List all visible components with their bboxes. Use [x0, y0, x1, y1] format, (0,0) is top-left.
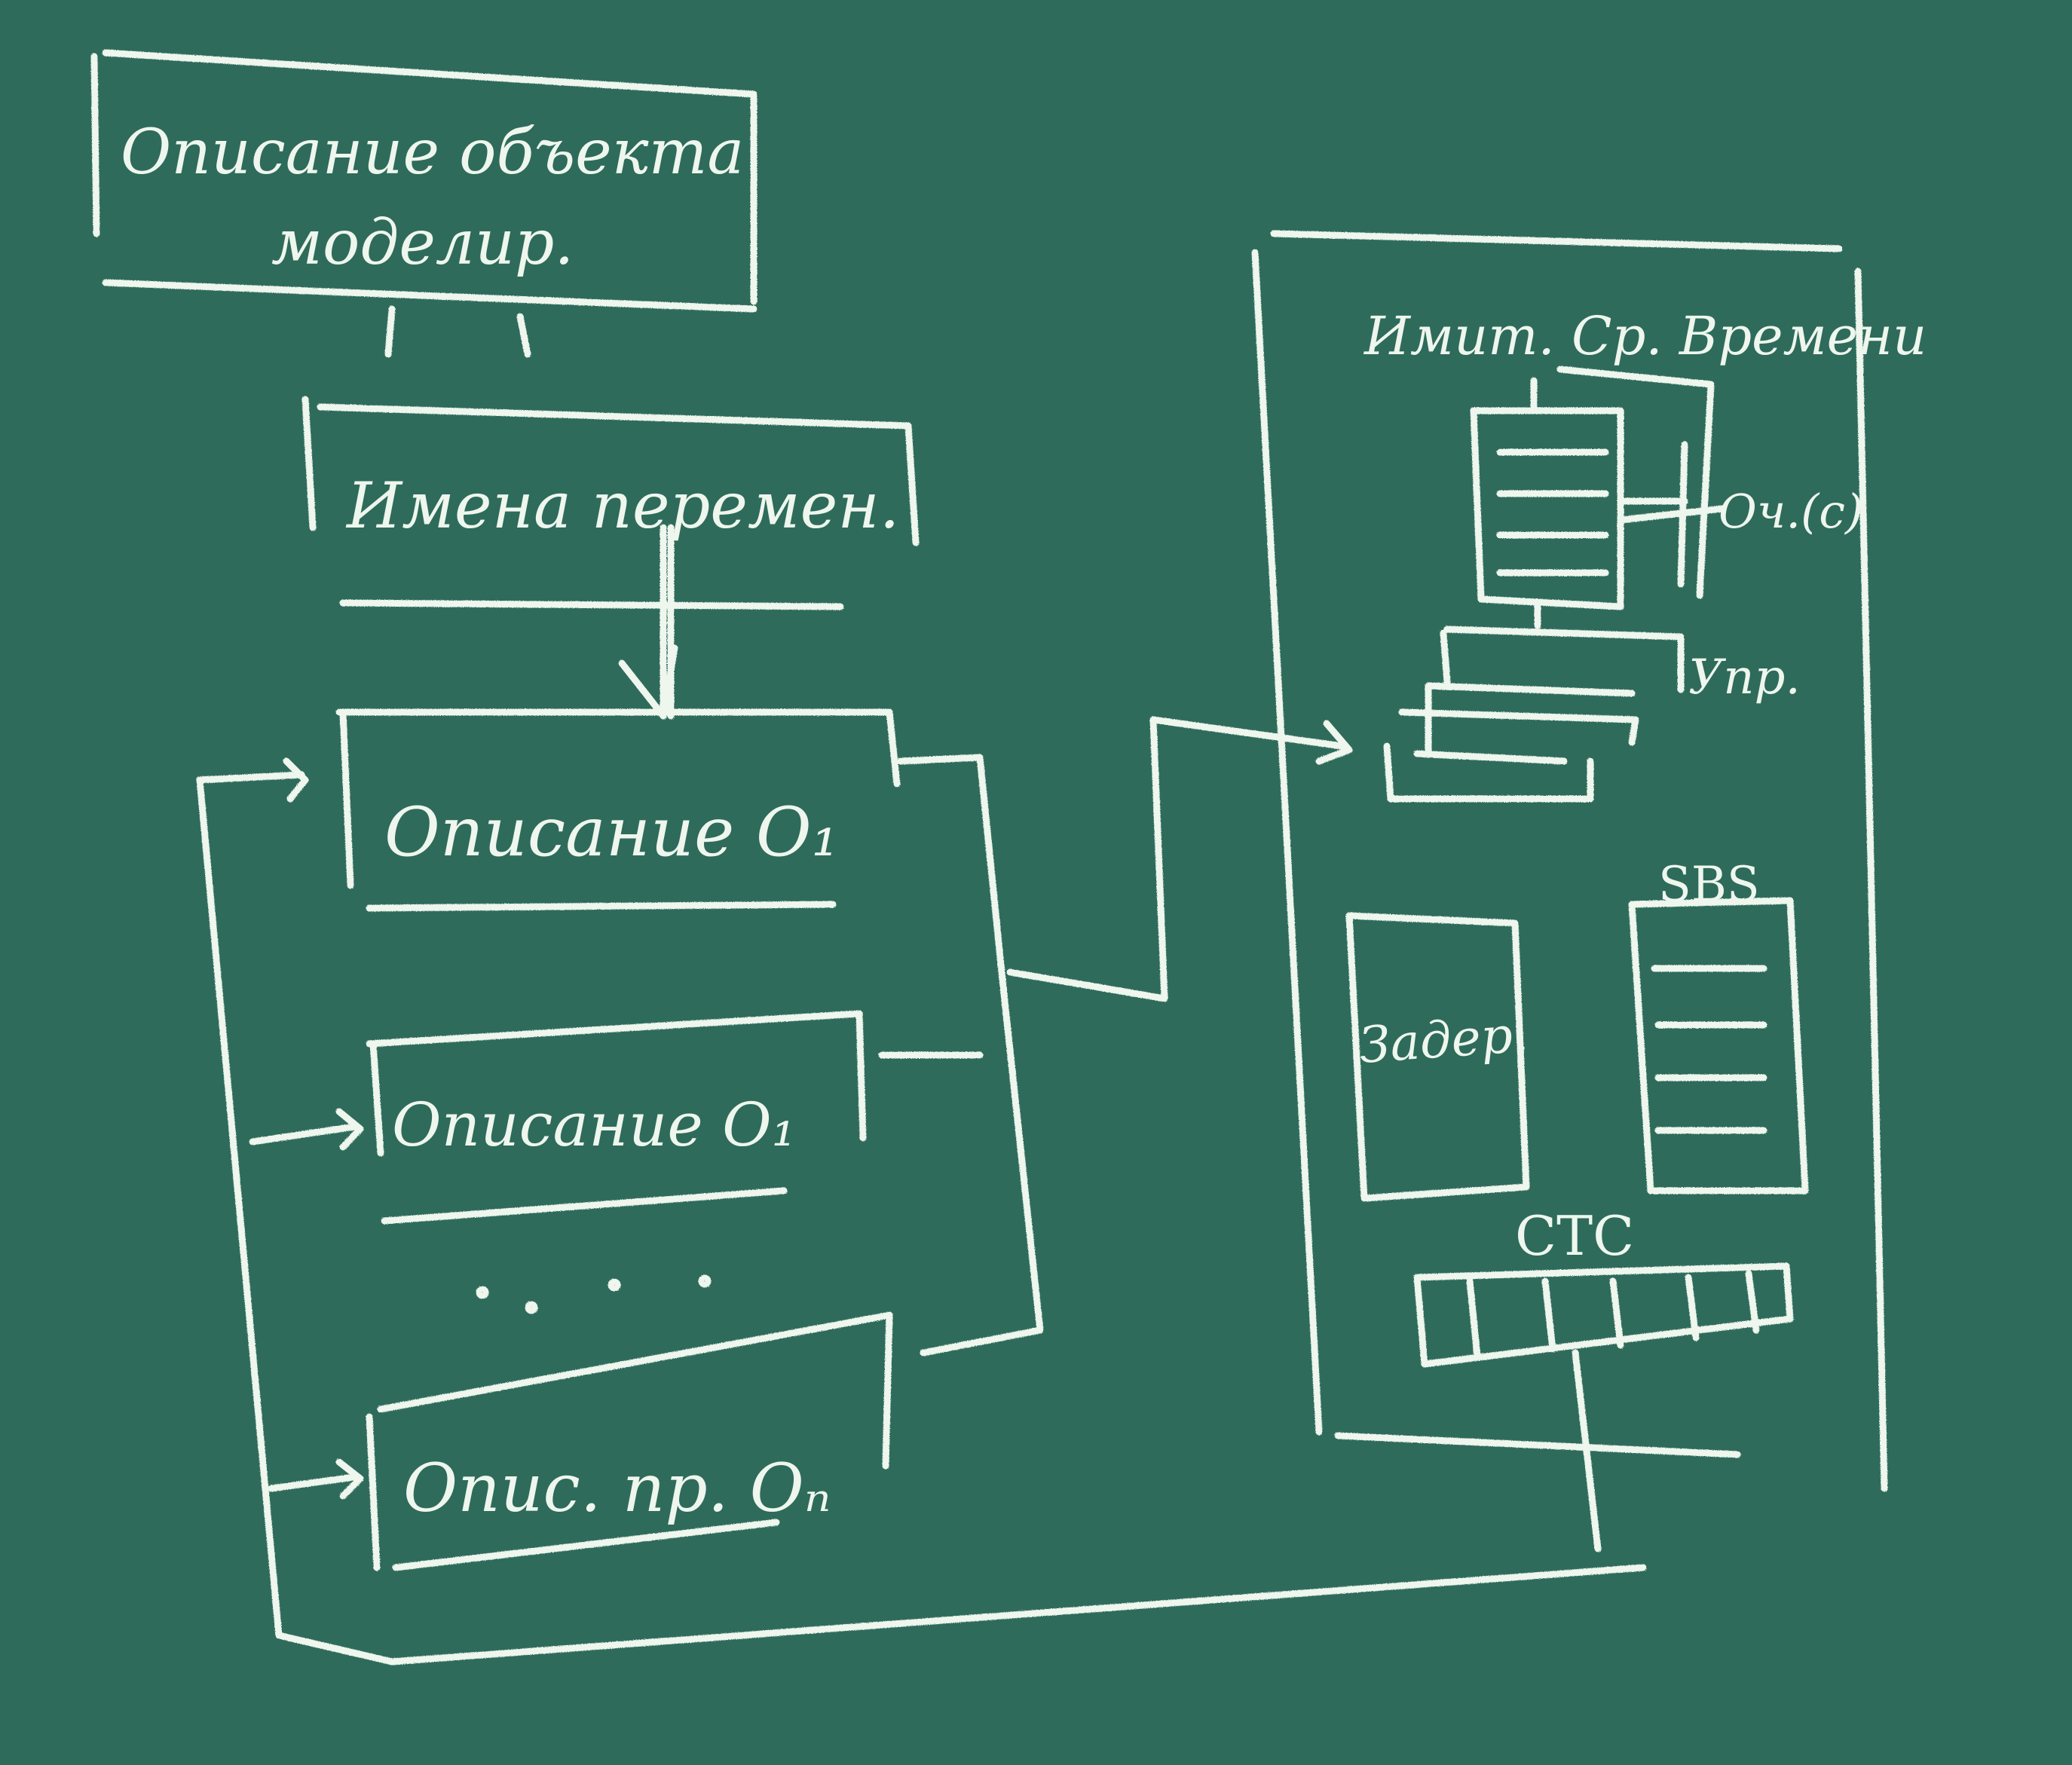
- upr-label: Упр.: [1688, 650, 1801, 705]
- title-line1: Описание объекта: [121, 117, 744, 188]
- connector-lines: [878, 716, 1353, 1357]
- description-o1-box: [249, 1010, 867, 1225]
- feedback-loop: [196, 757, 1647, 1666]
- variables-header: Имена перемен.: [345, 469, 899, 543]
- title-box: [90, 49, 757, 358]
- main-description-box: [335, 708, 901, 912]
- sbs-label: SBS: [1658, 857, 1760, 913]
- variables-box: [301, 396, 920, 610]
- delays-box: [1345, 912, 1530, 1202]
- description-on-label: Опис. пр. Оₙ: [403, 1449, 831, 1527]
- ellipsis-dots: [476, 1274, 712, 1314]
- ctc-array: [1413, 1262, 1794, 1552]
- right-header: Имит. Ср. Времени: [1363, 305, 1927, 367]
- description-o1-label: Описание О₁: [392, 1090, 796, 1160]
- title-line2: моделир.: [271, 207, 574, 279]
- right-panel: [1251, 230, 1888, 1492]
- main-description-label: Описание О₁: [384, 793, 839, 872]
- ellipsis: . . . .: [482, 1262, 583, 1315]
- queue-stack: [1470, 366, 1726, 629]
- ctc-label: CTC: [1515, 1204, 1634, 1268]
- arrow-down-icon: [618, 524, 678, 720]
- control-boxes: [1383, 626, 1685, 803]
- description-on-box: [268, 1311, 893, 1571]
- queue-label: Оч.(с): [1719, 484, 1863, 539]
- zadr-label: Задер.: [1357, 1005, 1530, 1074]
- sbs-list: [1628, 897, 1809, 1195]
